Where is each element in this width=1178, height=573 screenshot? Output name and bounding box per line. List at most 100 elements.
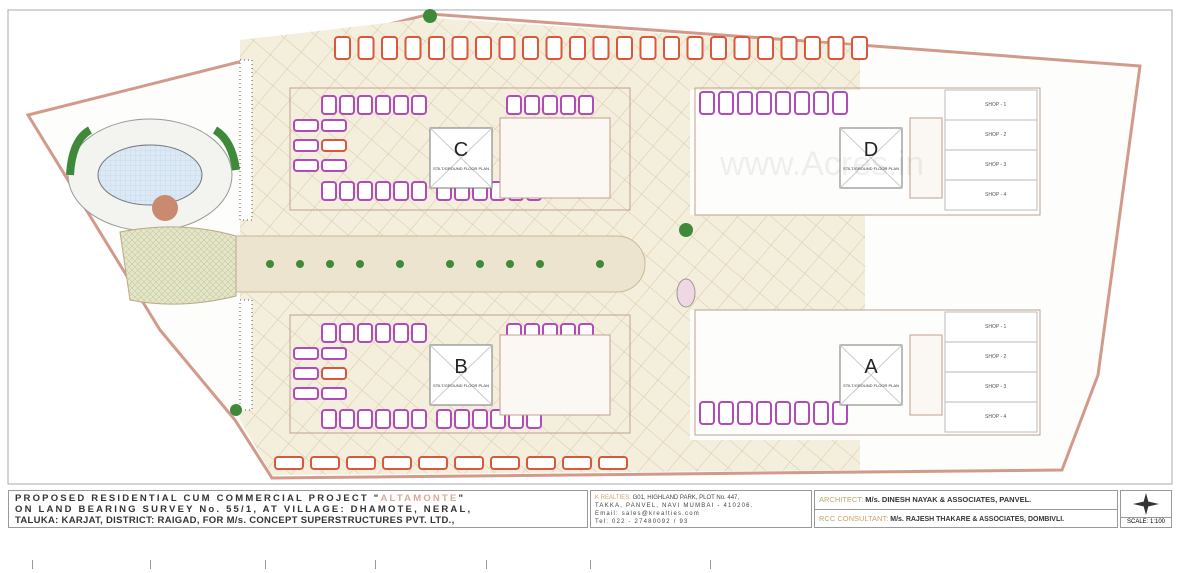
parking-car — [293, 139, 319, 152]
block-label: C — [454, 139, 468, 161]
parking-car — [490, 456, 520, 470]
parking-car — [737, 401, 753, 425]
shop-label: SHOP - 3 — [985, 162, 1007, 168]
parking-car — [310, 456, 340, 470]
shop-label: SHOP - 1 — [985, 102, 1007, 108]
tree-icon — [152, 195, 178, 221]
parking-car — [404, 36, 422, 60]
developer-email: Email: sales@krealties.com — [595, 511, 700, 517]
parking-car — [321, 95, 337, 115]
block-label: A — [864, 356, 878, 378]
parking-car — [393, 181, 409, 201]
parking-car — [780, 36, 798, 60]
block-label: D — [864, 139, 878, 161]
parking-car — [393, 409, 409, 429]
parking-car — [411, 409, 427, 429]
parking-car — [393, 323, 409, 343]
staircase-lobby — [499, 117, 611, 199]
parking-car — [339, 323, 355, 343]
parking-car — [733, 36, 751, 60]
parking-car — [737, 91, 753, 115]
parking-car — [346, 456, 376, 470]
parking-car — [293, 119, 319, 132]
parking-car — [794, 401, 810, 425]
parking-car — [334, 36, 351, 60]
parking-car — [293, 159, 319, 172]
building-outline — [289, 314, 631, 434]
block-label: B — [454, 356, 467, 378]
ruler-tick — [375, 560, 376, 569]
parking-car — [293, 367, 319, 380]
parking-car — [526, 456, 556, 470]
project-line1-end: " — [458, 493, 466, 504]
parking-car — [639, 36, 657, 60]
parking-car — [428, 36, 445, 60]
hedge — [66, 126, 93, 176]
core-cross — [839, 127, 903, 189]
parking-car — [357, 323, 373, 343]
central-paved-strip — [690, 215, 865, 310]
shop-label: SHOP - 3 — [985, 384, 1007, 390]
core-cross — [429, 127, 493, 189]
project-line3: TALUKA: KARJAT, DISTRICT: RAIGAD, FOR M/… — [15, 515, 455, 526]
developer-address: G01, HIGHLAND PARK, PLOT No. 447, — [630, 495, 740, 501]
parking-car — [382, 456, 412, 470]
parking-car — [357, 181, 373, 201]
parking-car — [375, 409, 391, 429]
building-outline — [289, 87, 631, 211]
parking-car — [357, 409, 373, 429]
developer-phone: Tel: 022 - 27480092 / 93 — [595, 519, 689, 525]
parking-car — [357, 36, 375, 60]
parking-car — [375, 181, 391, 201]
parking-car — [321, 159, 347, 172]
parking-car — [451, 36, 469, 60]
parking-car — [775, 401, 791, 425]
shop-unit — [944, 341, 1038, 373]
rcc-row: RCC CONSULTANT: M/s. RAJESH THAKARE & AS… — [815, 510, 1117, 528]
tree-icon — [230, 404, 242, 416]
planter — [326, 260, 334, 268]
project-title-cell: PROPOSED RESIDENTIAL CUM COMMERCIAL PROJ… — [8, 490, 588, 528]
parking-car — [321, 347, 347, 360]
ruler-tick — [265, 560, 266, 569]
parking-car — [522, 36, 539, 60]
walkway-steps — [239, 59, 253, 221]
parking-car — [827, 36, 845, 60]
parking-car — [381, 36, 398, 60]
staircase-lobby — [499, 334, 611, 416]
shop-unit — [944, 119, 1038, 151]
parking-car — [562, 456, 592, 470]
swimming-pool — [97, 144, 203, 206]
block-caption: STILT/GROUND FLOOR PLAN — [433, 383, 489, 388]
developer-name: K REALTIES: — [595, 495, 631, 501]
parking-car — [718, 401, 734, 425]
hedge — [212, 126, 240, 171]
project-line2: ON LAND BEARING SURVEY No. 55/1, AT VILL… — [15, 504, 473, 515]
planter — [596, 260, 604, 268]
walkway-steps — [239, 299, 253, 411]
planter — [356, 260, 364, 268]
parking-car — [339, 95, 355, 115]
consultants-cell: ARCHITECT: M/s. DINESH NAYAK & ASSOCIATE… — [814, 490, 1118, 528]
parking-car — [274, 456, 304, 470]
shop-unit — [944, 401, 1038, 433]
core-cross — [839, 344, 903, 406]
parking-car — [794, 91, 810, 115]
parking-car — [472, 409, 488, 429]
building-outline — [694, 309, 1041, 436]
architect-label: ARCHITECT: — [819, 495, 864, 504]
planter — [476, 260, 484, 268]
block-caption: STILT/GROUND FLOOR PLAN — [433, 166, 489, 171]
staircase-lobby — [909, 334, 943, 416]
parking-car — [542, 95, 558, 115]
planter — [446, 260, 454, 268]
parking-car — [545, 36, 563, 60]
parking-car — [804, 36, 821, 60]
parking-car — [498, 36, 516, 60]
shop-unit — [944, 371, 1038, 403]
parking-car — [436, 409, 452, 429]
parking-car — [616, 36, 633, 60]
block-caption: STILT/GROUND FLOOR PLAN — [843, 166, 899, 171]
architect-value: M/s. DINESH NAYAK & ASSOCIATES, PANVEL. — [863, 495, 1032, 504]
parking-car — [757, 36, 774, 60]
